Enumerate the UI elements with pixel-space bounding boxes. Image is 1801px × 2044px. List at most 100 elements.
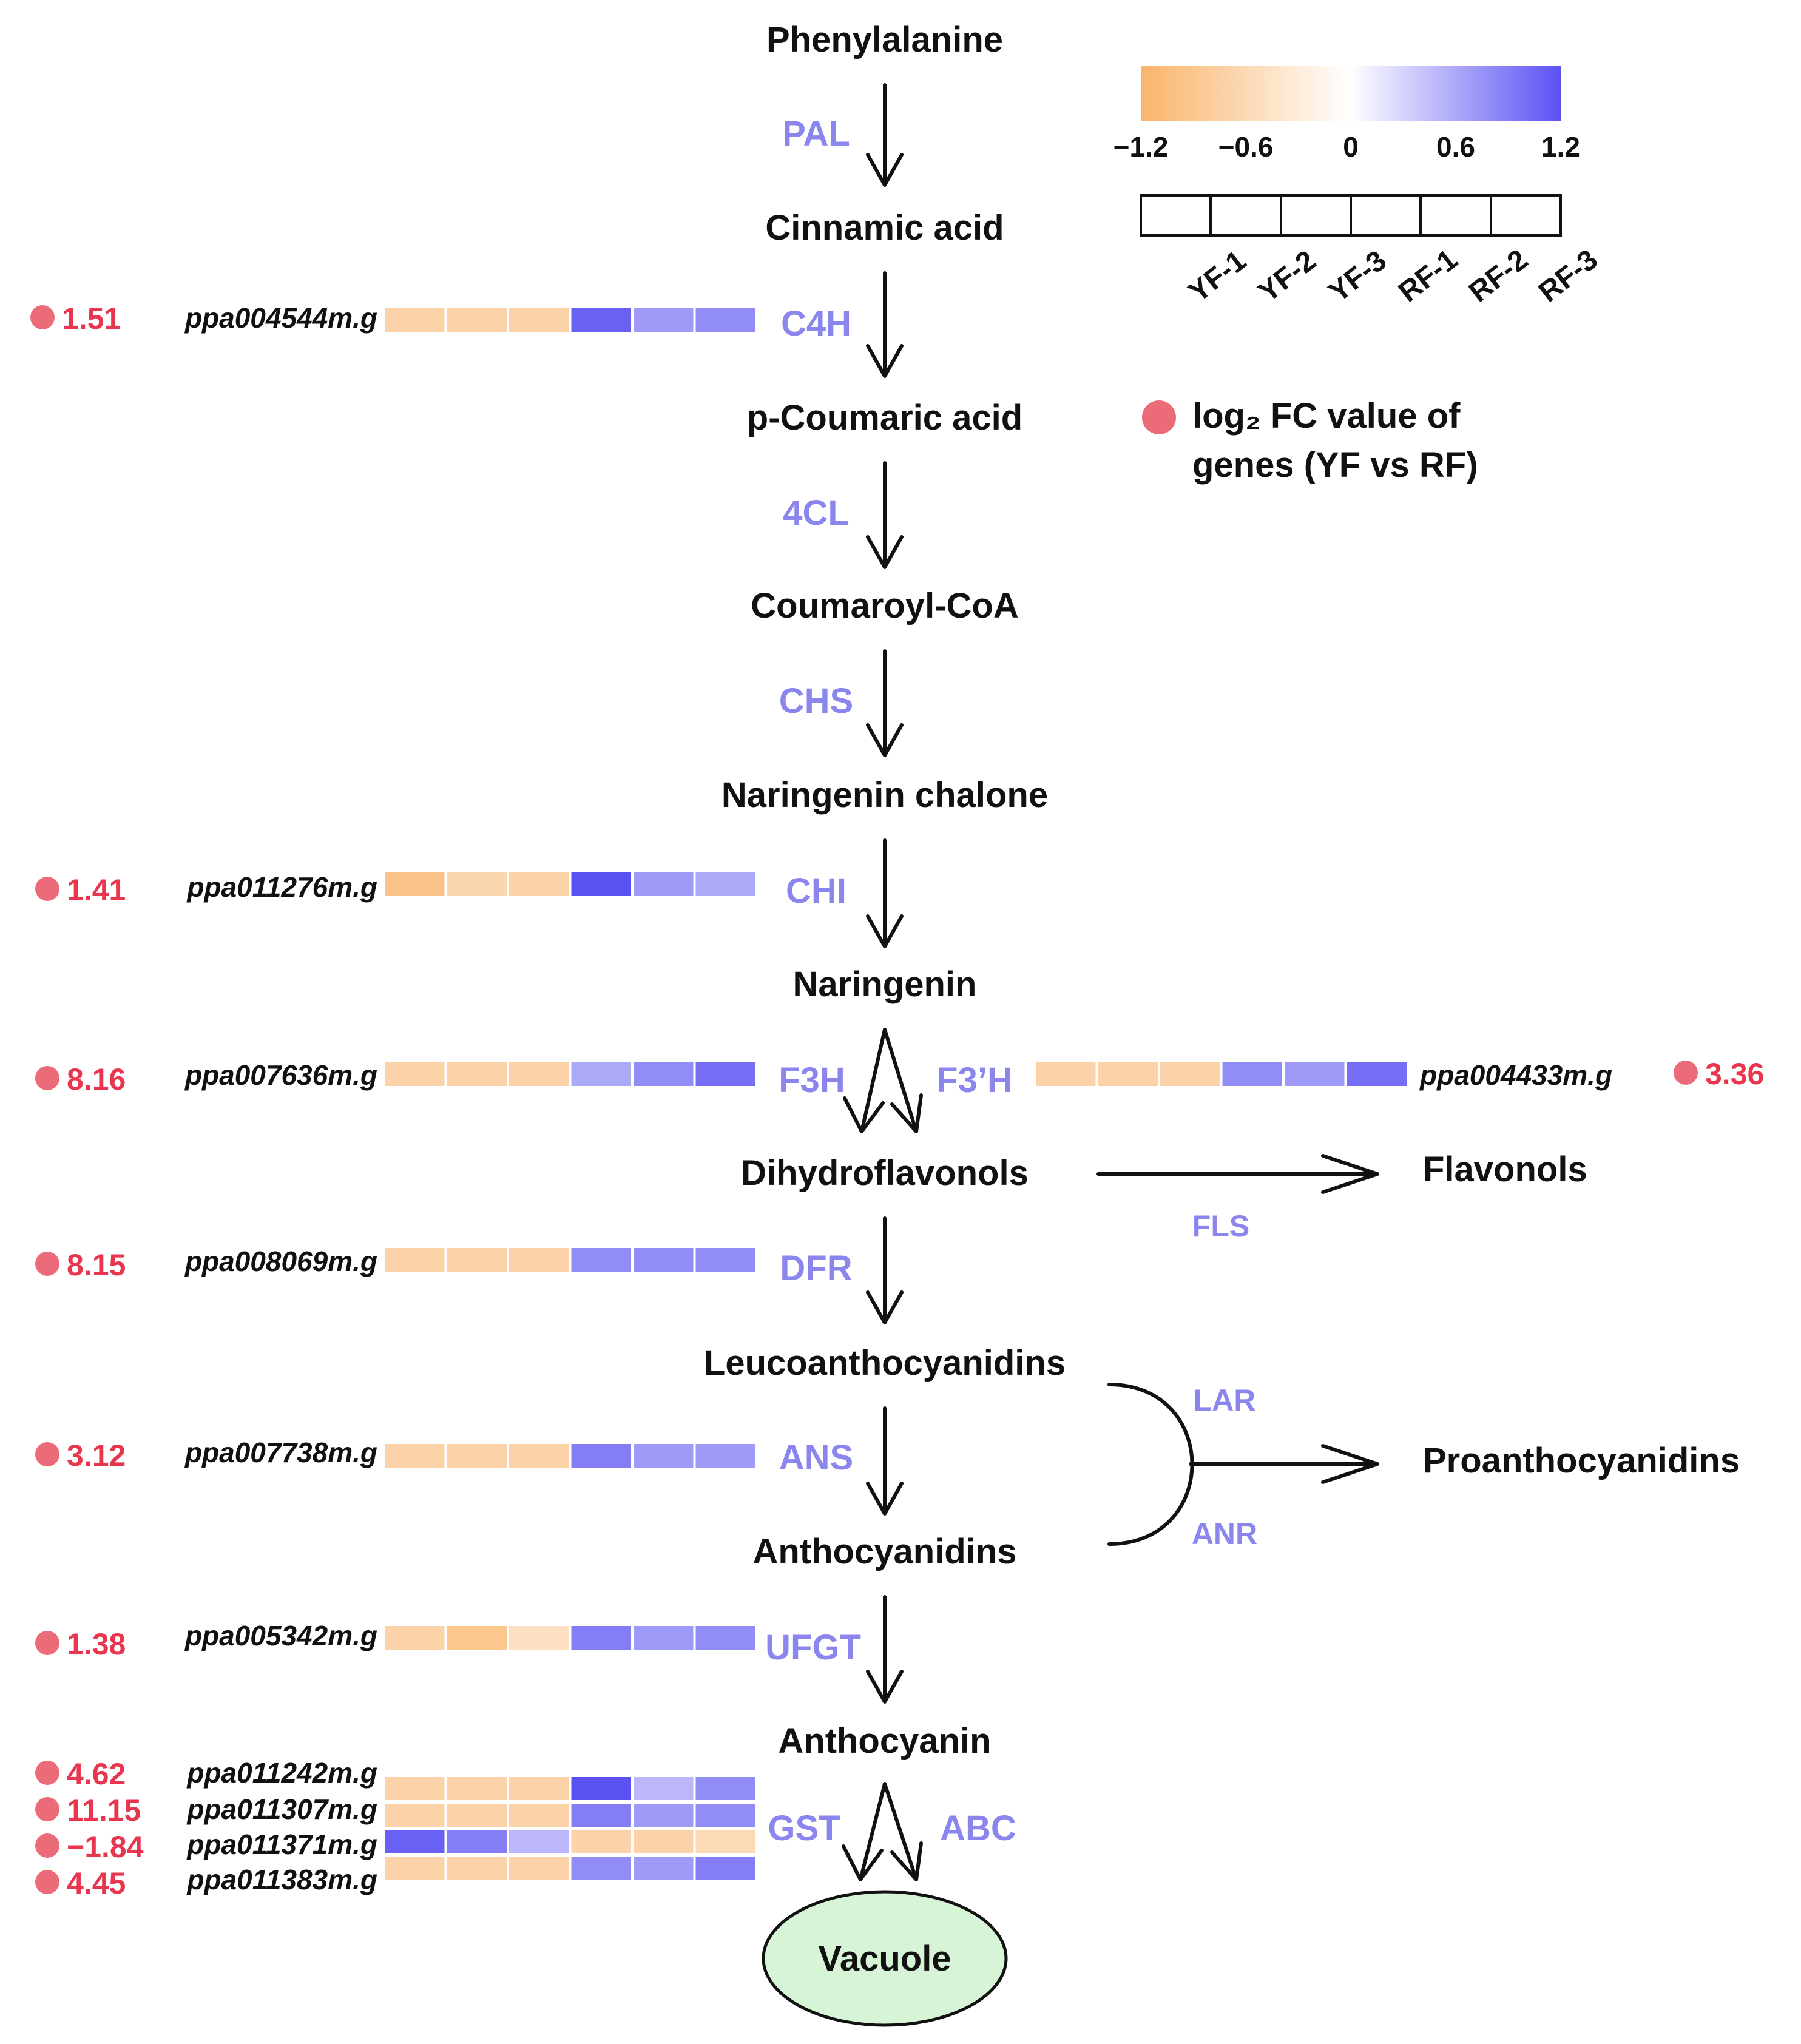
arrow-fls <box>1096 1154 1379 1194</box>
gene-id: ppa007636m.g <box>184 1059 377 1091</box>
heatmap-cell <box>382 1442 447 1471</box>
enzyme-anr: ANR <box>1192 1517 1257 1551</box>
fc-value: 8.15 <box>67 1248 126 1282</box>
heatmap-cell <box>631 1801 696 1829</box>
fc-legend-line2: genes (YF vs RF) <box>1192 445 1478 485</box>
enzyme-4cl: 4CL <box>783 493 850 533</box>
heatmap-row <box>382 1775 758 1803</box>
colorbar-tick: 1.2 <box>1541 131 1580 163</box>
heatmap-row <box>382 1442 758 1471</box>
heatmap-cell <box>1095 1059 1160 1088</box>
sample-label: YF-3 <box>1323 245 1393 309</box>
gene-id: ppa011307m.g <box>186 1793 377 1825</box>
heatmap-cell <box>631 1828 696 1856</box>
heatmap-cell <box>382 1246 447 1275</box>
heatmap-cell <box>507 869 572 899</box>
vacuole-label: Vacuole <box>818 1939 951 1978</box>
fc-dot <box>35 1870 59 1894</box>
sample-label: YF-2 <box>1252 245 1322 309</box>
heatmap-cell <box>444 869 509 899</box>
heatmap-row <box>382 1828 758 1856</box>
heatmap-cell <box>569 1775 634 1803</box>
heatmap-cell <box>444 1801 509 1829</box>
enzyme-ufgt: UFGT <box>765 1628 861 1667</box>
gene-row: 1.41 ppa011276m.g <box>35 869 758 907</box>
heatmap-cell <box>1344 1059 1409 1088</box>
heatmap-cell <box>693 305 758 334</box>
heatmap-cell <box>1033 1059 1098 1088</box>
metabolite-naringenin-chalone: Naringenin chalone <box>721 775 1048 815</box>
fc-value: −1.84 <box>67 1830 144 1864</box>
arrow-pal <box>866 83 904 187</box>
heatmap-cell <box>382 1801 447 1829</box>
enzyme-dfr: DFR <box>780 1249 852 1288</box>
enzyme-pal: PAL <box>782 114 850 153</box>
gene-row: 4.62 ppa011242m.g <box>35 1757 758 1803</box>
gene-id: ppa007738m.g <box>184 1437 377 1468</box>
fc-dot <box>1674 1061 1698 1085</box>
metabolite-coumaroyl-coa: Coumaroyl-CoA <box>751 586 1018 626</box>
colorbar-gradient <box>1141 66 1561 121</box>
fc-dot <box>30 305 55 329</box>
fc-dot <box>35 1833 59 1858</box>
metabolite-leucoanthocyanidins: Leucoanthocyanidins <box>704 1343 1066 1383</box>
heatmap-cell <box>444 1442 509 1471</box>
heatmap-cell <box>382 1624 447 1653</box>
heatmap-cell <box>631 305 696 334</box>
metabolite-anthocyanidins: Anthocyanidins <box>752 1532 1016 1571</box>
heatmap-cell <box>631 1624 696 1653</box>
gene-row: 1.38 ppa005342m.g <box>35 1620 758 1661</box>
heatmap-cell <box>569 869 634 899</box>
gene-id: ppa005342m.g <box>184 1620 377 1651</box>
gene-row: 8.15 ppa008069m.g <box>35 1246 758 1282</box>
heatmap-cell <box>569 305 634 334</box>
enzyme-chs: CHS <box>779 681 853 721</box>
fc-dot <box>35 877 59 901</box>
fc-value: 8.16 <box>67 1062 126 1096</box>
heatmap-cell <box>569 1801 634 1829</box>
heatmap-cell <box>1282 1059 1347 1088</box>
heatmap-cell <box>631 1059 696 1088</box>
heatmap-cell <box>631 1442 696 1471</box>
sample-label: RF-2 <box>1463 243 1534 308</box>
heatmap-cell <box>693 1801 758 1829</box>
heatmap-cell <box>382 869 447 899</box>
heatmap-cell <box>507 1801 572 1829</box>
heatmap-cell <box>693 1775 758 1803</box>
gene-row: 8.16 ppa007636m.g <box>35 1059 758 1096</box>
fc-value: 1.38 <box>67 1627 126 1661</box>
heatmap-cell <box>382 1828 447 1856</box>
gene-row: 3.12 ppa007738m.g <box>35 1437 758 1472</box>
fc-dot <box>35 1761 59 1785</box>
heatmap-cell <box>631 1246 696 1275</box>
heatmap-cell <box>569 1855 634 1883</box>
heatmap-cell <box>1158 1059 1223 1088</box>
heatmap-cell <box>507 1246 572 1275</box>
arrow-f3h <box>843 1028 887 1133</box>
product-flavonols: Flavonols <box>1423 1150 1587 1189</box>
colorbar-tick: 0 <box>1343 131 1359 163</box>
arrow-dfr <box>866 1216 904 1324</box>
heatmap-cell <box>569 1059 634 1088</box>
gene-row: ppa004433m.g 3.36 <box>1033 1057 1764 1091</box>
gene-row: 4.45 ppa011383m.g <box>35 1855 758 1900</box>
gene-id: ppa011276m.g <box>186 871 377 903</box>
fc-value: 4.62 <box>67 1757 126 1791</box>
heatmap-cell <box>382 1059 447 1088</box>
gene-id: ppa011371m.g <box>186 1829 377 1860</box>
heatmap-cell <box>382 305 447 334</box>
sample-label: RF-3 <box>1533 243 1604 308</box>
sample-label: YF-1 <box>1183 245 1252 309</box>
enzyme-fls: FLS <box>1192 1209 1249 1243</box>
enzyme-abc: ABC <box>940 1809 1016 1848</box>
fc-value: 3.36 <box>1705 1057 1764 1091</box>
heatmap-cell <box>569 1442 634 1471</box>
fc-dot <box>35 1252 59 1276</box>
heatmap-cell <box>444 1246 509 1275</box>
heatmap-row <box>1033 1059 1409 1088</box>
heatmap-cell <box>693 1059 758 1088</box>
heatmap-cell <box>444 1059 509 1088</box>
heatmap-cell <box>1220 1059 1285 1088</box>
sample-key: YF-1 YF-2 YF-3 RF-1 RF-2 RF-3 <box>1140 194 1604 309</box>
